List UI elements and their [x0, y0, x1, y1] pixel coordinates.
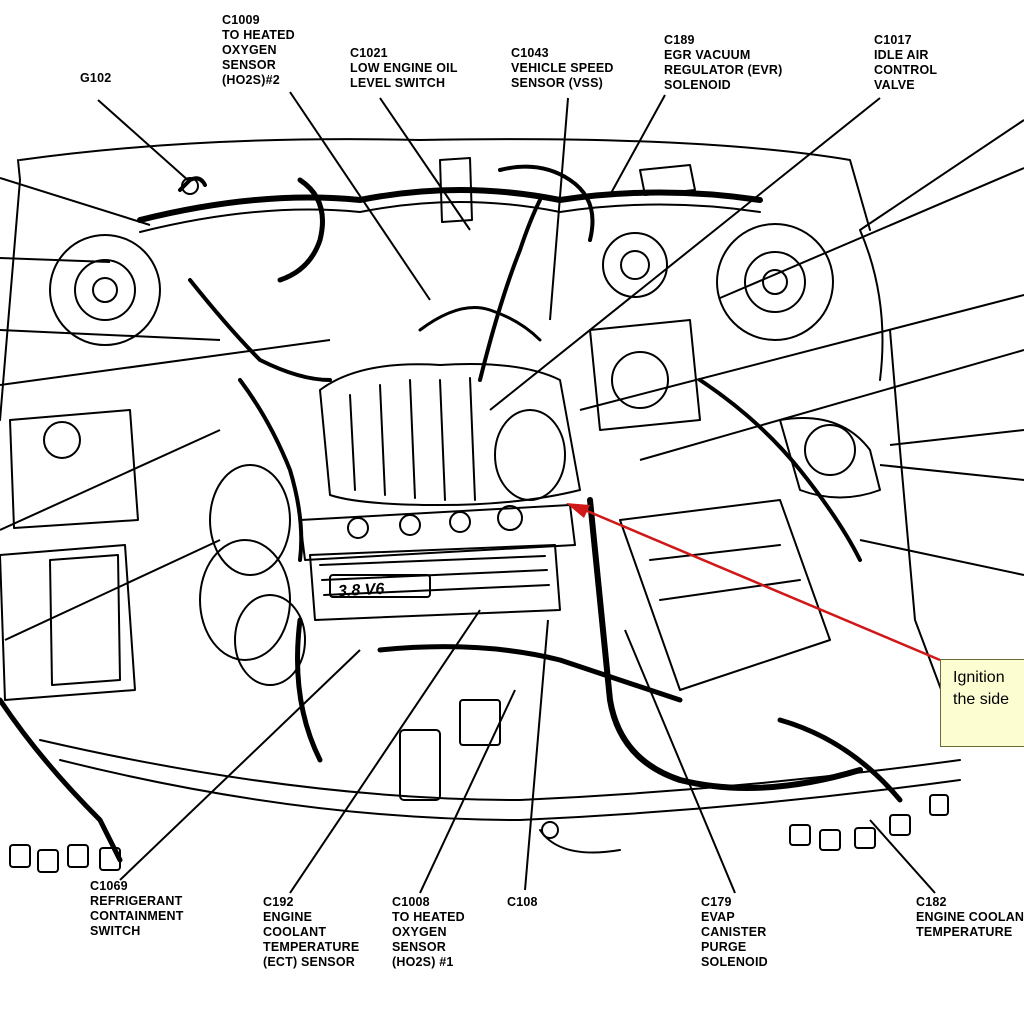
label-line: PURGE: [701, 940, 747, 954]
label-line: C1008: [392, 895, 430, 909]
label-line: OXYGEN: [392, 925, 447, 939]
label-line: VALVE: [874, 78, 915, 92]
label-line: C1043: [511, 46, 549, 60]
label-c1009: C1009 TO HEATED OXYGEN SENSOR (HO2S)#2: [222, 13, 295, 88]
label-c1017: C1017 IDLE AIR CONTROL VALVE: [874, 33, 937, 93]
label-g102: G102: [80, 71, 111, 86]
label-line: SOLENOID: [664, 78, 731, 92]
label-c189: C189 EGR VACUUM REGULATOR (EVR) SOLENOID: [664, 33, 783, 93]
label-line: REGULATOR (EVR): [664, 63, 783, 77]
label-line: IDLE AIR: [874, 48, 929, 62]
label-line: CONTAINMENT: [90, 909, 184, 923]
label-line: C1021: [350, 46, 388, 60]
label-line: C1009: [222, 13, 260, 27]
label-line: SWITCH: [90, 924, 141, 938]
label-c1008: C1008 TO HEATED OXYGEN SENSOR (HO2S) #1: [392, 895, 465, 970]
label-line: ENGINE: [263, 910, 313, 924]
label-line: C189: [664, 33, 695, 47]
label-line: CANISTER: [701, 925, 767, 939]
label-line: (ECT) SENSOR: [263, 955, 355, 969]
label-line: REFRIGERANT: [90, 894, 183, 908]
label-c179: C179 EVAP CANISTER PURGE SOLENOID: [701, 895, 768, 970]
label-line: EGR VACUUM: [664, 48, 751, 62]
label-line: C1017: [874, 33, 912, 47]
label-line: TEMPERATURE: [263, 940, 360, 954]
label-line: CONTROL: [874, 63, 938, 77]
label-line: OXYGEN: [222, 43, 277, 57]
label-line: LOW ENGINE OIL: [350, 61, 458, 75]
label-line: SOLENOID: [701, 955, 768, 969]
label-line: TO HEATED: [392, 910, 465, 924]
label-c1069: C1069 REFRIGERANT CONTAINMENT SWITCH: [90, 879, 184, 939]
engine-badge: 3.8 V6: [338, 581, 385, 600]
label-c192: C192 ENGINE COOLANT TEMPERATURE (ECT) SE…: [263, 895, 359, 970]
label-line: SENSOR (VSS): [511, 76, 603, 90]
label-line: VEHICLE SPEED: [511, 61, 614, 75]
label-line: LEVEL SWITCH: [350, 76, 446, 90]
label-line: SENSOR: [392, 940, 446, 954]
label-line: COOLANT: [263, 925, 327, 939]
label-line: C179: [701, 895, 732, 909]
label-line: SENSOR: [222, 58, 276, 72]
label-line: (HO2S) #1: [392, 955, 454, 969]
label-line: EVAP: [701, 910, 735, 924]
label-line: G102: [80, 71, 112, 85]
label-line: C192: [263, 895, 294, 909]
label-line: TO HEATED: [222, 28, 295, 42]
label-c1021: C1021 LOW ENGINE OIL LEVEL SWITCH: [350, 46, 458, 91]
label-line: C1069: [90, 879, 128, 893]
label-c108: C108: [507, 895, 538, 910]
label-line: C108: [507, 895, 538, 909]
label-c1043: C1043 VEHICLE SPEED SENSOR (VSS): [511, 46, 614, 91]
label-line: (HO2S)#2: [222, 73, 280, 87]
